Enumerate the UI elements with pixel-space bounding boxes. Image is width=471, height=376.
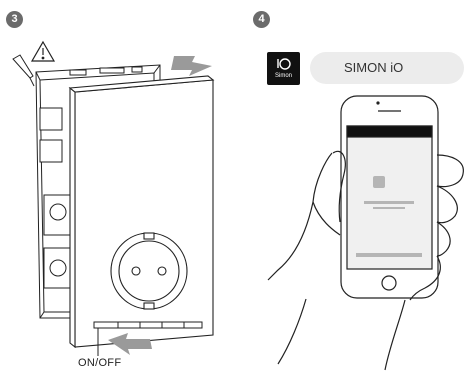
step-4-badge: 4 [253, 11, 270, 28]
step-3-badge: 3 [6, 11, 23, 28]
app-logo-icon [267, 52, 300, 85]
smartphone [341, 96, 438, 298]
on-off-strip [94, 322, 202, 328]
push-arrow-icon [171, 56, 212, 76]
on-off-label: ON/OFF [78, 357, 121, 369]
front-cover-plate [70, 76, 213, 347]
simon-io-app-icon[interactable]: Simon [267, 52, 300, 85]
screwdriver-icon [13, 55, 34, 86]
warning-icon [32, 42, 54, 61]
search-text: SIMON iO [344, 60, 403, 75]
app-search-bar[interactable]: SIMON iO [310, 52, 464, 84]
app-icon-label: Simon [267, 73, 300, 79]
